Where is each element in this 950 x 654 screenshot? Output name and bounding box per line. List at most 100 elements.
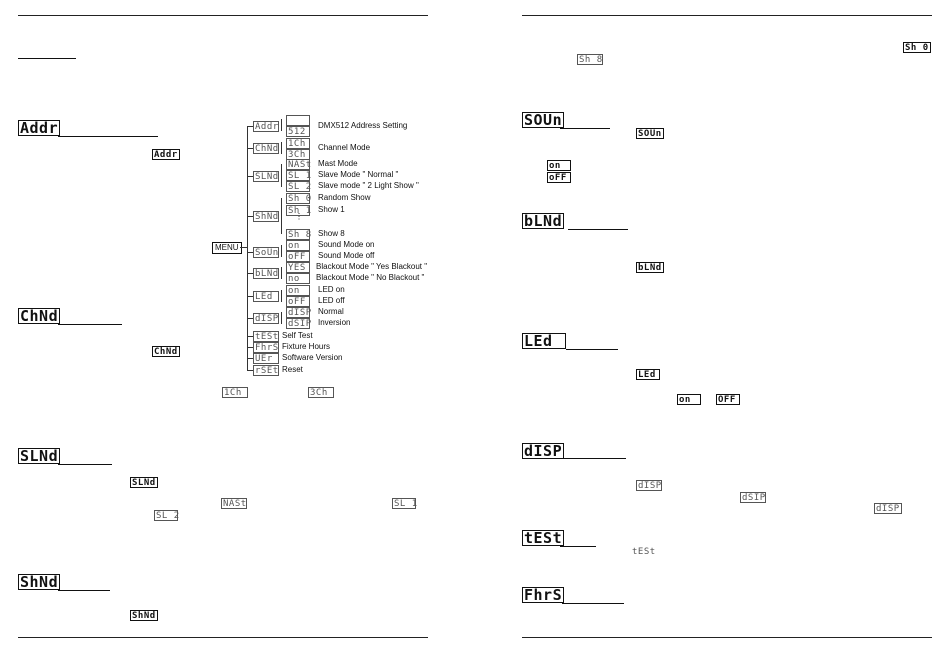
branch-chnd (281, 142, 282, 154)
show-range-start-lcd: Sh 8 (577, 54, 603, 65)
disp-underline (560, 458, 626, 459)
node-addr: Addr (253, 121, 279, 132)
top-rule-left (18, 15, 428, 16)
branch-disp (281, 312, 282, 324)
soun-val-on: on (286, 240, 310, 251)
shnd-val-8: Sh 8 (286, 229, 312, 240)
node-led: LEd (253, 291, 279, 302)
led-on-lcd: on (677, 394, 701, 405)
disp-label-normal: Normal (318, 307, 344, 316)
node-ver: UEr (253, 353, 279, 364)
soun-label-off: Sound Mode off (318, 251, 375, 260)
slnd-val-0: NASt (286, 159, 312, 170)
led-lcd: LEd (522, 333, 566, 349)
chnd-underline (58, 324, 122, 325)
conn-rset (247, 370, 253, 371)
soun-inline-lcd: SOUn (636, 128, 664, 139)
led-inline-lcd: LEd (636, 369, 660, 380)
fhrs-underline (562, 603, 624, 604)
branch-slnd (281, 164, 282, 187)
chnd-label: Channel Mode (318, 143, 371, 152)
blnd-val-yes: YES (286, 262, 310, 273)
slnd-sl1-lcd: SL 1 (392, 498, 418, 509)
disp-val-normal: dISP (286, 307, 312, 318)
conn-addr (247, 126, 253, 127)
addr-val-blank (286, 115, 310, 126)
shnd-label-0: Random Show (318, 193, 371, 202)
slnd-label-0: Mast Mode (318, 159, 358, 168)
slnd-val-2: SL 2 (286, 181, 312, 192)
slnd-inline-lcd: SLNd (130, 477, 158, 488)
menu-trunk-v (247, 126, 248, 370)
branch-soun (281, 245, 282, 257)
branch-led (281, 290, 282, 302)
blnd-underline (568, 229, 628, 230)
chnd-inline-lcd: ChNd (152, 346, 180, 357)
conn-slnd (247, 176, 253, 177)
ver-label: Software Version (282, 353, 343, 362)
led-underline (566, 349, 618, 350)
node-disp: dISP (253, 313, 279, 324)
conn-led (247, 296, 253, 297)
blnd-lcd: bLNd (522, 212, 565, 230)
conn-shnd (247, 216, 253, 217)
shnd-val-1: Sh 1 (286, 205, 312, 216)
conn-disp (247, 318, 253, 319)
shnd-inline-lcd: ShNd (130, 610, 158, 621)
node-slnd: SLNd (253, 171, 279, 182)
soun-off-lcd: oFF (547, 172, 571, 183)
blnd-label-no: Blackout Mode " No Blackout " (316, 273, 425, 282)
fhrs-lcd: FhrS (522, 586, 565, 604)
conn-ver (247, 358, 253, 359)
slnd-val-1: SL 1 (286, 170, 312, 181)
addr-val-512: 512 (286, 126, 310, 137)
chnd-val-1: 1Ch (286, 138, 310, 149)
fhrs-label: Fixture Hours (282, 342, 331, 351)
menu-root-box: MENU (212, 242, 242, 254)
conn-fhrs (247, 347, 253, 348)
node-blnd: bLNd (253, 268, 279, 279)
node-fhrs: FhrS (253, 342, 279, 353)
addr-underline (58, 136, 158, 137)
blnd-inline-lcd: bLNd (636, 262, 664, 273)
section-heading-underline (18, 58, 76, 59)
top-rule-right (522, 15, 932, 16)
slnd-sl2-lcd: SL 2 (154, 510, 180, 521)
shnd-ellipsis: ⋮ (295, 212, 303, 221)
slnd-lcd: SLNd (18, 447, 61, 465)
node-chnd: ChNd (253, 143, 279, 154)
disp-inv-lcd: dSIP (740, 492, 766, 503)
chnd-1ch-lcd: 1Ch (222, 387, 248, 398)
rset-label: Reset (282, 365, 303, 374)
soun-val-off: oFF (286, 251, 310, 262)
addr-lcd: Addr (18, 119, 61, 137)
disp-label-inv: Inversion (318, 318, 351, 327)
show-range-end-lcd: Sh 0 (903, 42, 931, 53)
test-inline-lcd: tESt (630, 546, 656, 557)
slnd-label-1: Slave Mode " Normal " (318, 170, 399, 179)
node-soun: SoUn (253, 247, 279, 258)
disp-val-inv: dSIP (286, 318, 312, 329)
test-label: Self Test (282, 331, 313, 340)
branch-shnd (281, 198, 282, 234)
disp-normal-lcd: dISP (874, 503, 902, 514)
shnd-label-8: Show 8 (318, 229, 345, 238)
addr-label: DMX512 Address Setting (318, 121, 408, 130)
bottom-rule-right (522, 637, 932, 638)
soun-underline (560, 128, 610, 129)
blnd-label-yes: Blackout Mode " Yes Blackout " (316, 262, 428, 271)
node-shnd: ShNd (253, 211, 279, 222)
led-label-off: LED off (318, 296, 345, 305)
conn-soun (247, 252, 253, 253)
shnd-underline (58, 590, 110, 591)
conn-chnd (247, 148, 253, 149)
led-off-lcd: OFF (716, 394, 740, 405)
chnd-3ch-lcd: 3Ch (308, 387, 334, 398)
test-underline (560, 546, 596, 547)
chnd-lcd: ChNd (18, 307, 61, 325)
shnd-val-0: Sh 0 (286, 193, 312, 204)
blnd-val-no: no (286, 273, 310, 284)
slnd-underline (58, 464, 112, 465)
node-test: tESt (253, 331, 279, 342)
soun-lcd: SOUn (522, 111, 565, 129)
